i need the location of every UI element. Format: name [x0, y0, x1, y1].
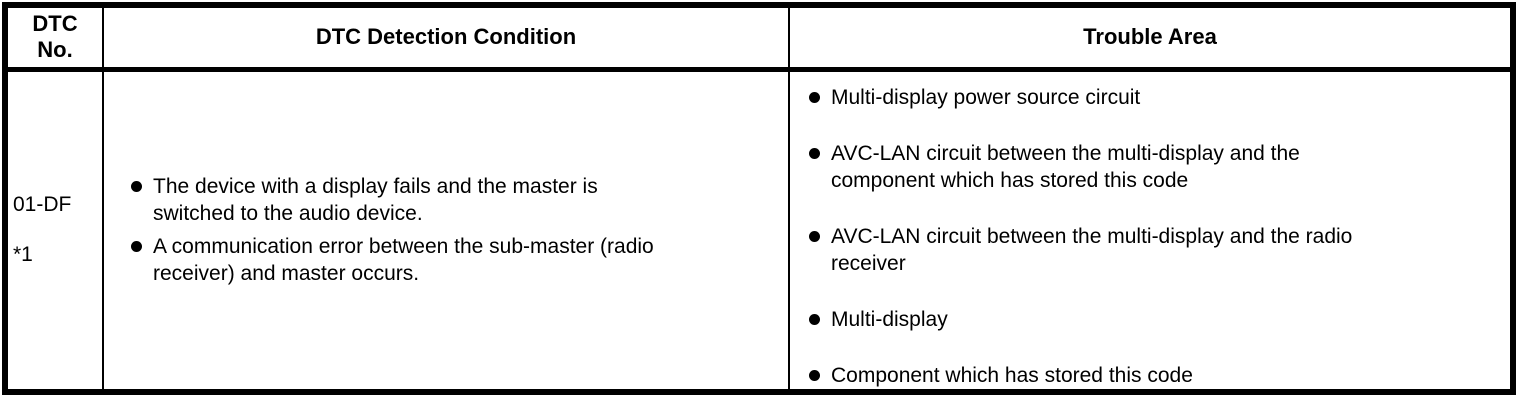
list-item: Multi-display power source circuit [809, 84, 1500, 111]
dtc-footnote: *1 [13, 243, 33, 266]
bullet-icon [131, 241, 142, 252]
detection-condition-text: The device with a display fails and the … [153, 175, 598, 225]
list-item: AVC-LAN circuit between the multi-displa… [809, 223, 1500, 277]
bullet-icon [809, 313, 820, 325]
bullet-icon [809, 147, 820, 159]
trouble-area-text: Component which has stored this code [831, 363, 1193, 387]
bullet-icon [809, 230, 820, 242]
trouble-area-text: AVC-LAN circuit between the multi-displa… [831, 224, 1353, 275]
trouble-area-text: Multi-display [831, 307, 948, 331]
detection-condition-list: The device with a display fails and the … [104, 173, 788, 287]
dtc-code: 01-DF [13, 193, 72, 216]
trouble-area-text: AVC-LAN circuit between the multi-displa… [831, 141, 1300, 192]
detection-condition-text: A communication error between the sub-ma… [153, 235, 654, 285]
list-item: Multi-display [809, 306, 1500, 333]
trouble-area-cell: Multi-display power source circuit AVC-L… [788, 69, 1514, 392]
dtc-table: DTC No. DTC Detection Condition Trouble … [2, 2, 1516, 395]
table-header-row: DTC No. DTC Detection Condition Trouble … [4, 5, 1514, 72]
bullet-icon [131, 181, 142, 192]
header-dtc-no: DTC No. [4, 5, 104, 72]
trouble-area-text: Multi-display power source circuit [831, 85, 1141, 109]
table-row: 01-DF *1 The device with a display fails… [4, 69, 1514, 392]
header-detection-condition: DTC Detection Condition [102, 5, 790, 72]
list-item: A communication error between the sub-ma… [131, 233, 778, 287]
header-trouble-area: Trouble Area [788, 5, 1514, 72]
bullet-icon [809, 91, 820, 103]
dtc-no-cell: 01-DF *1 [4, 69, 104, 392]
list-item: The device with a display fails and the … [131, 173, 778, 227]
list-item: AVC-LAN circuit between the multi-displa… [809, 140, 1500, 194]
trouble-area-list: Multi-display power source circuit AVC-L… [790, 84, 1510, 389]
bullet-icon [809, 369, 820, 381]
list-item: Component which has stored this code [809, 362, 1500, 389]
detection-condition-cell: The device with a display fails and the … [102, 69, 790, 392]
